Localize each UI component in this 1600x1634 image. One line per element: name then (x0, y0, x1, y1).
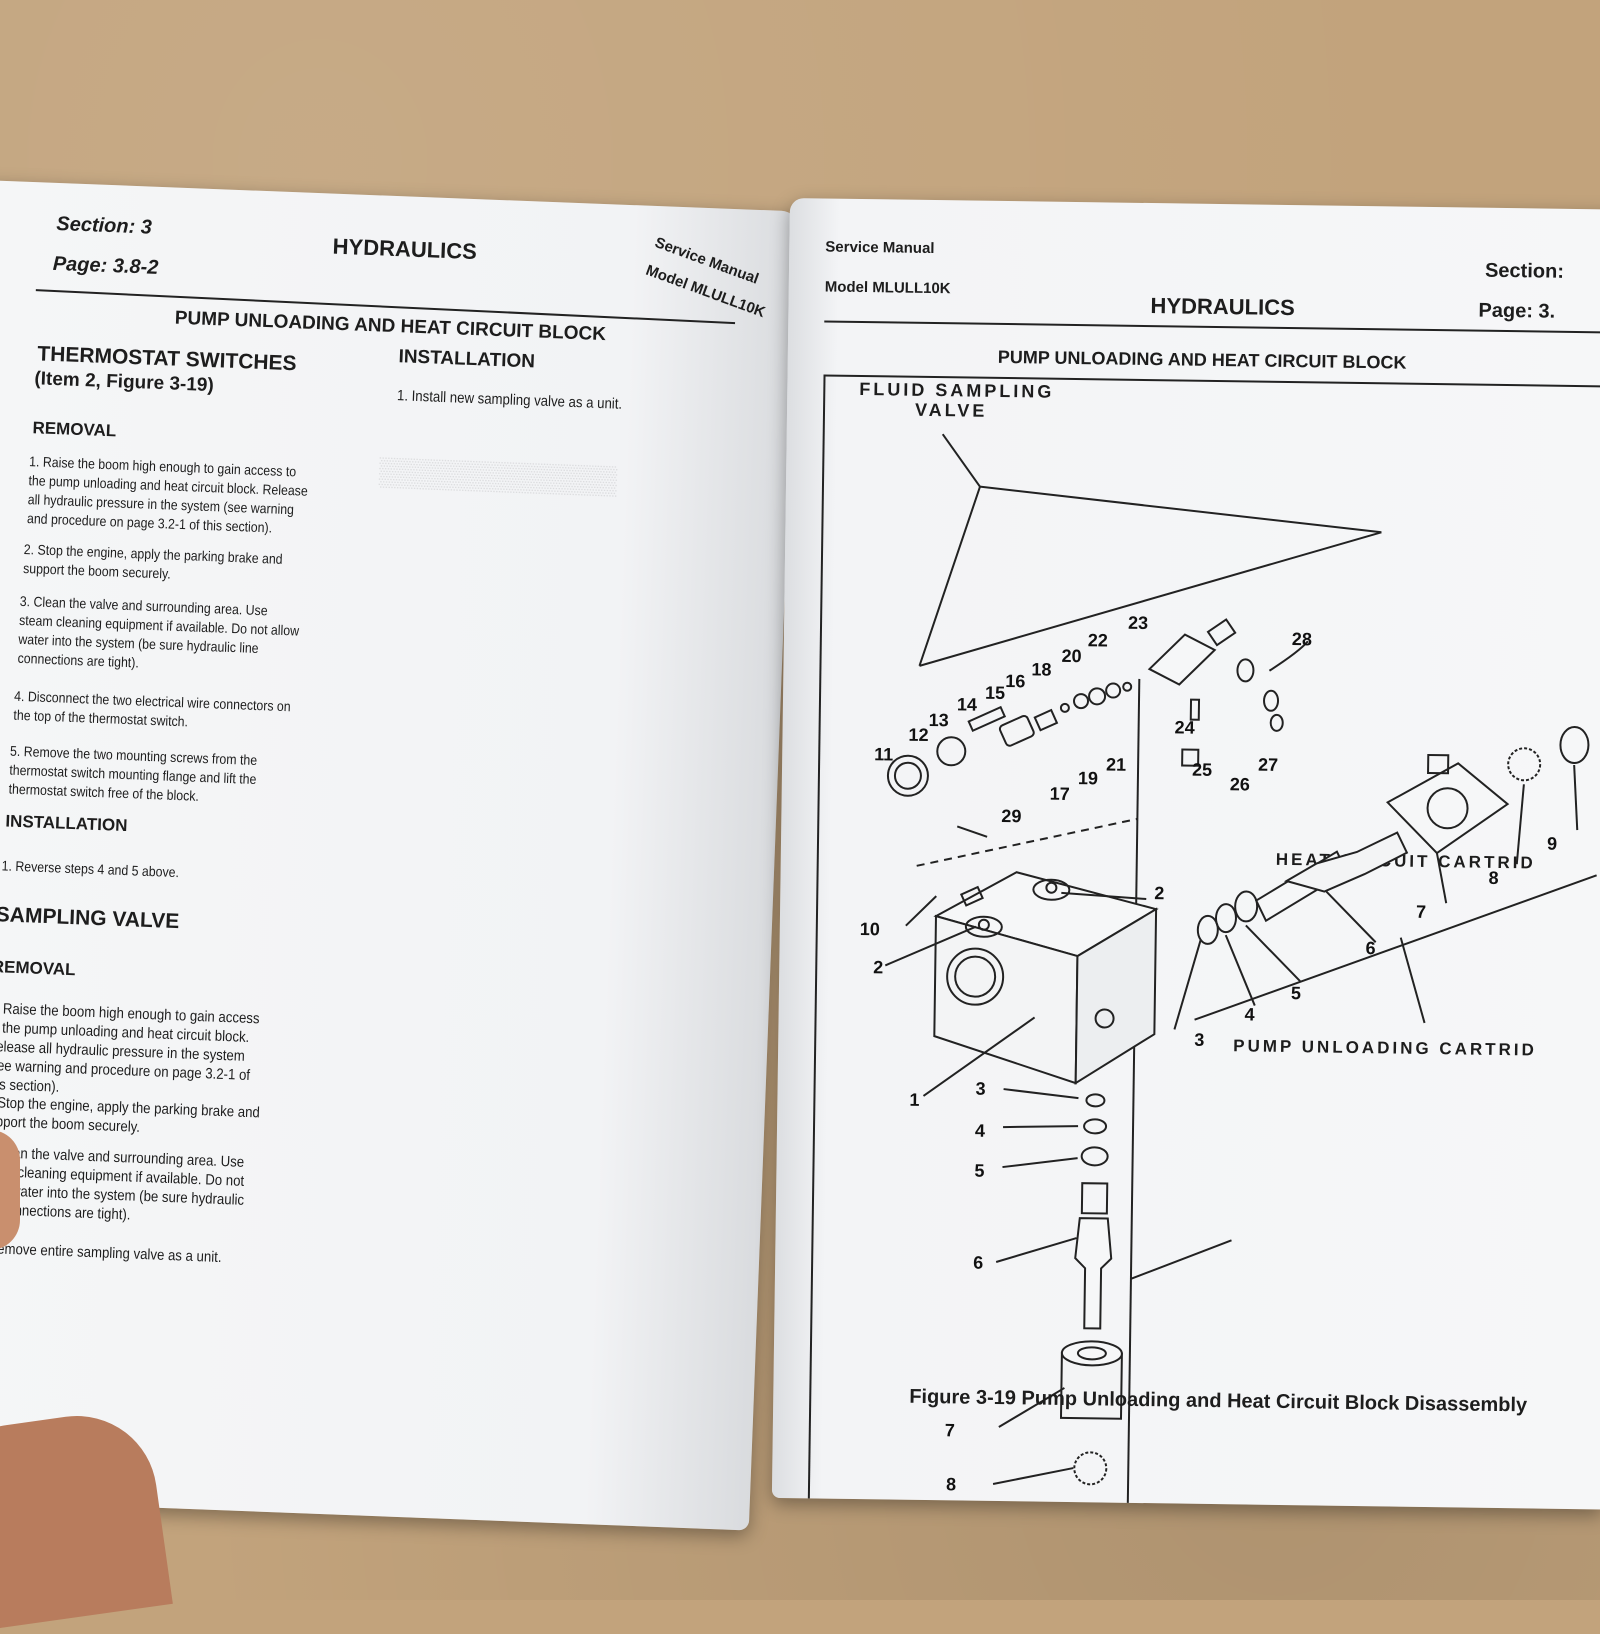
thumb (0, 1130, 20, 1250)
part-label-2: 2 (873, 957, 883, 977)
part-label-19: 19 (1078, 768, 1098, 788)
part-label-12: 12 (908, 725, 928, 745)
part-label-11: 11 (874, 744, 893, 764)
part-label-18: 18 (1031, 659, 1051, 679)
part-label-5b: 5 (1291, 983, 1301, 1003)
part-label-26: 26 (1230, 774, 1250, 794)
part-label-9b: 9 (1547, 834, 1557, 854)
part-label-22: 22 (1088, 630, 1108, 650)
thermostat-switch-left (964, 915, 1003, 938)
manifold-block (933, 871, 1159, 1085)
part-label-14: 14 (957, 694, 977, 714)
part-label-15: 15 (985, 683, 1005, 703)
installation-step-1: 1. Install new sampling valve as a unit. (396, 387, 623, 413)
part-label-6b: 6 (1365, 938, 1375, 958)
heat-callout-leader (1399, 937, 1426, 1024)
thermostat-switch-right (1032, 878, 1071, 901)
part-label-3: 3 (975, 1079, 985, 1099)
thermostat-subheading: (Item 2, Figure 3-19) (34, 368, 215, 397)
thermostat-install-step-1: 1. Reverse steps 4 and 5 above. (1, 857, 180, 881)
heat-callout-frame (1194, 874, 1597, 1021)
part-label-7: 7 (945, 1420, 955, 1440)
header-manual: Service Manual (825, 238, 935, 258)
part-label-5: 5 (974, 1161, 984, 1181)
part-label-27: 27 (1258, 755, 1278, 775)
page-number: Page: 3.8-2 (52, 252, 159, 279)
sampling-step-4: 4. Remove entire sampling valve as a uni… (0, 1240, 222, 1267)
section-label: Section: (1484, 259, 1565, 283)
bleed-through-text: ▒▒▒▒▒▒▒▒▒▒▒▒ (378, 455, 618, 496)
part-label-29: 29 (1001, 806, 1021, 826)
thermostat-removal-heading: REMOVAL (32, 418, 117, 441)
thermostat-step-3: 3. Clean the valve and surrounding area.… (17, 592, 300, 671)
part-label-7b: 7 (1416, 902, 1426, 922)
exploded-view-diagram: 1 2 2 3 3 4 4 5 5 6 6 7 7 8 8 9 9 10 11 … (860, 433, 1597, 1509)
thermostat-step-1: 1. Raise the boom high enough to gain ac… (26, 453, 309, 536)
thermostat-installation-heading: INSTALLATION (5, 811, 128, 836)
sampling-valve-parts (886, 618, 1309, 797)
part-label-25: 25 (1192, 760, 1212, 780)
header-title: HYDRAULICS (1150, 293, 1295, 321)
heat-circuit-cartridge (1196, 726, 1590, 945)
part-label-13: 13 (929, 710, 949, 730)
thermostat-step-4: 4. Disconnect the two electrical wire co… (13, 687, 291, 730)
set-screw-10 (959, 885, 984, 907)
part-label-6: 6 (973, 1253, 983, 1273)
pump-unloading-cartridge (1059, 1093, 1123, 1486)
part-label-3b: 3 (1194, 1030, 1204, 1050)
fluid-callout-leader (941, 433, 981, 488)
part-29-pin (956, 825, 988, 838)
section-label: Section: 3 (55, 212, 153, 239)
header-title: HYDRAULICS (332, 233, 478, 265)
part-label-8: 8 (946, 1474, 956, 1494)
part-label-16: 16 (1005, 671, 1025, 691)
right-page: Service Manual Model MLULL10K HYDRAULICS… (771, 198, 1600, 1510)
block-title: PUMP UNLOADING AND HEAT CIRCUIT BLOCK (997, 346, 1407, 373)
thermostat-step-5: 5. Remove the two mounting screws from t… (8, 742, 258, 804)
header-model: Model MLULL10K (824, 278, 951, 298)
assembly-dashed-line (916, 817, 1138, 867)
part-label-28: 28 (1292, 629, 1312, 649)
part-label-1: 1 (909, 1090, 919, 1110)
sampling-removal-heading: REMOVAL (0, 957, 76, 980)
installation-heading: INSTALLATION (398, 346, 536, 373)
part-label-20: 20 (1061, 646, 1081, 666)
pump-cartridge-axis (1126, 678, 1141, 1509)
sampling-valve-heading: SAMPLING VALVE (0, 903, 180, 934)
sampling-step-1: 1. Raise the boom high enough to gain ac… (0, 1000, 260, 1096)
part-label-24: 24 (1175, 717, 1195, 737)
part-label-21: 21 (1106, 754, 1126, 774)
part-label-4b: 4 (1245, 1004, 1255, 1024)
part-label-23: 23 (1128, 613, 1148, 633)
thermostat-step-2: 2. Stop the engine, apply the parking br… (22, 540, 283, 582)
part-label-8b: 8 (1488, 868, 1498, 888)
page-number: Page: 3. (1478, 299, 1556, 323)
part-label-2b: 2 (1154, 883, 1164, 903)
part-label-4: 4 (975, 1121, 985, 1141)
sampling-step-3: 3. Clean the valve and surrounding area.… (0, 1144, 245, 1224)
part-label-10: 10 (860, 919, 880, 939)
part-label-17: 17 (1050, 784, 1070, 804)
pump-callout-leader (1130, 1239, 1232, 1280)
left-page: Section: 3 Page: 3.8-2 HYDRAULICS Servic… (0, 180, 800, 1531)
